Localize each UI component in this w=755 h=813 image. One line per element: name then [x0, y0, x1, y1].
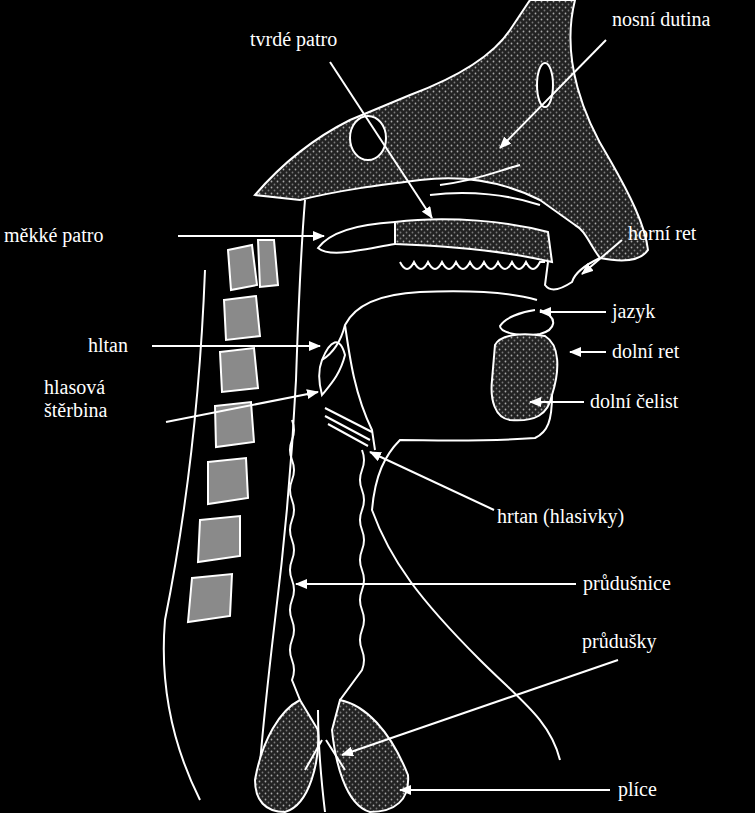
part-label: tvrdé patro: [250, 28, 337, 51]
part-label: horní ret: [628, 222, 696, 245]
part-label: jazyk: [612, 300, 655, 323]
part-label: dolní ret: [612, 340, 679, 363]
part-label: dolní čelist: [590, 390, 678, 413]
part-label: průdušnice: [583, 572, 671, 595]
part-label: hrtan (hlasivky): [497, 505, 624, 528]
part-label: hltan: [88, 334, 128, 357]
part-label: hlasová štěrbina: [44, 376, 156, 422]
part-label: průdušky: [582, 630, 656, 653]
part-label: měkké patro: [4, 224, 103, 247]
part-label: nosní dutina: [612, 8, 710, 31]
part-label: plíce: [618, 778, 657, 801]
